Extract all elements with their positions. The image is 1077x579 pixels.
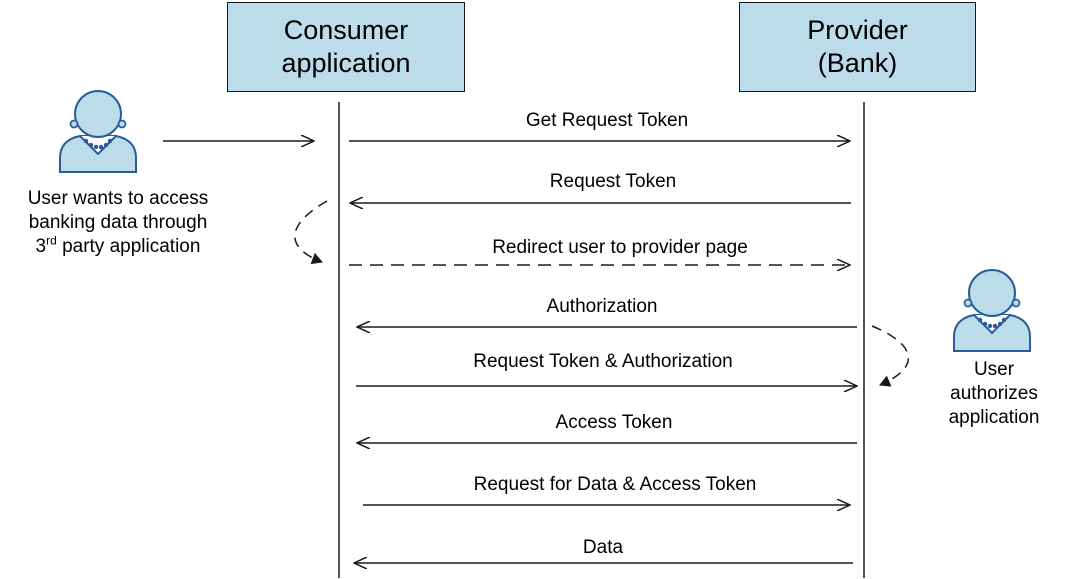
user-left-caption-3: 3 [35, 236, 47, 257]
user-left-caption-line1: User wants to access [27, 188, 209, 209]
user-right-caption: User authorizes application [949, 358, 1040, 430]
provider-line1: Provider [807, 15, 908, 45]
consumer-redirect-curve [294, 200, 328, 265]
msg-access-token-label: Access Token [555, 412, 673, 433]
msg-data-label: Data [582, 537, 624, 558]
user-left-caption-rd: rd [46, 233, 57, 248]
user-left-caption: User wants to access banking data throug… [28, 187, 209, 259]
msg-request-data-label: Request for Data & Access Token [473, 474, 757, 495]
provider-authorize-curve [871, 325, 910, 387]
consumer-line1: Consumer [283, 15, 409, 45]
user-left-icon [59, 90, 137, 173]
user-right-caption-line1: User [973, 359, 1015, 380]
msg-authorization-label: Authorization [546, 296, 658, 317]
user-left-caption-party: party application [56, 236, 201, 257]
user-right-caption-line3: application [948, 407, 1040, 428]
provider-line2: (Bank) [817, 48, 898, 78]
msg-request-token-label: Request Token [549, 171, 677, 192]
provider-bank-box: Provider (Bank) [739, 2, 976, 92]
user-left-caption-line2: banking data through [28, 212, 208, 233]
consumer-line2: application [281, 48, 411, 78]
msg-request-token-authorization-label: Request Token & Authorization [473, 351, 733, 372]
user-right-icon [953, 269, 1031, 352]
user-left-caption-line3: 3rd party application [28, 235, 209, 259]
msg-get-request-token-label: Get Request Token [525, 110, 689, 131]
user-right-caption-line2: authorizes [950, 383, 1038, 404]
consumer-application-box: Consumer application [227, 2, 465, 92]
msg-redirect-label: Redirect user to provider page [492, 237, 748, 258]
